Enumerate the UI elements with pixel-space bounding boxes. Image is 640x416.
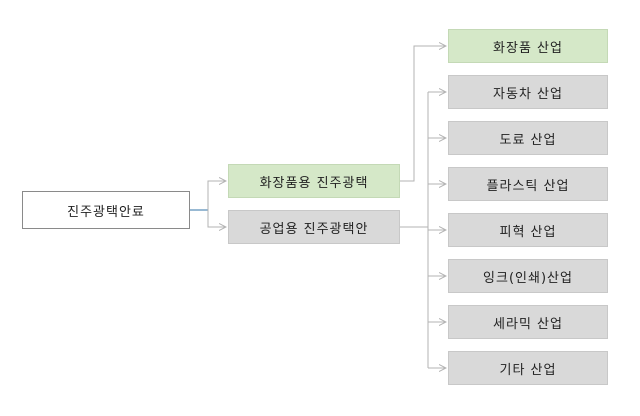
leaf-node-paint: 도료 산업	[448, 121, 608, 155]
leaf-node-ink-label: 잉크(인쇄)산업	[483, 270, 573, 286]
leaf-node-ceramic-label: 세라믹 산업	[493, 316, 563, 332]
mid-node-cosmetic: 화장품용 진주광택	[228, 164, 400, 198]
root-node: 진주광택안료	[22, 191, 190, 229]
leaf-node-plastic-label: 플라스틱 산업	[486, 178, 570, 194]
leaf-node-cosmetics-label: 화장품 산업	[493, 40, 563, 56]
mid-node-cosmetic-label: 화장품용 진주광택	[259, 175, 369, 191]
leaf-node-paint-label: 도료 산업	[499, 132, 557, 148]
root-connector-lower	[207, 210, 226, 227]
leaf-node-automotive: 자동차 산업	[448, 75, 608, 109]
leaf-node-ceramic: 세라믹 산업	[448, 305, 608, 339]
leaf-node-leather: 피혁 산업	[448, 213, 608, 247]
mid-node-industrial-label: 공업용 진주광택안	[259, 221, 369, 237]
leaf-node-other-label: 기타 산업	[499, 362, 557, 378]
leaf-node-leather-label: 피혁 산업	[499, 224, 557, 240]
leaf-node-automotive-label: 자동차 산업	[493, 86, 563, 102]
mid-node-industrial: 공업용 진주광택안	[228, 210, 400, 244]
root-node-label: 진주광택안료	[67, 204, 145, 220]
leaf-node-cosmetics: 화장품 산업	[448, 29, 608, 63]
leaf-node-ink: 잉크(인쇄)산업	[448, 259, 608, 293]
cosmetic-connector	[400, 46, 446, 182]
leaf-node-plastic: 플라스틱 산업	[448, 167, 608, 201]
leaf-node-other: 기타 산업	[448, 351, 608, 385]
root-connector-upper	[207, 181, 226, 210]
